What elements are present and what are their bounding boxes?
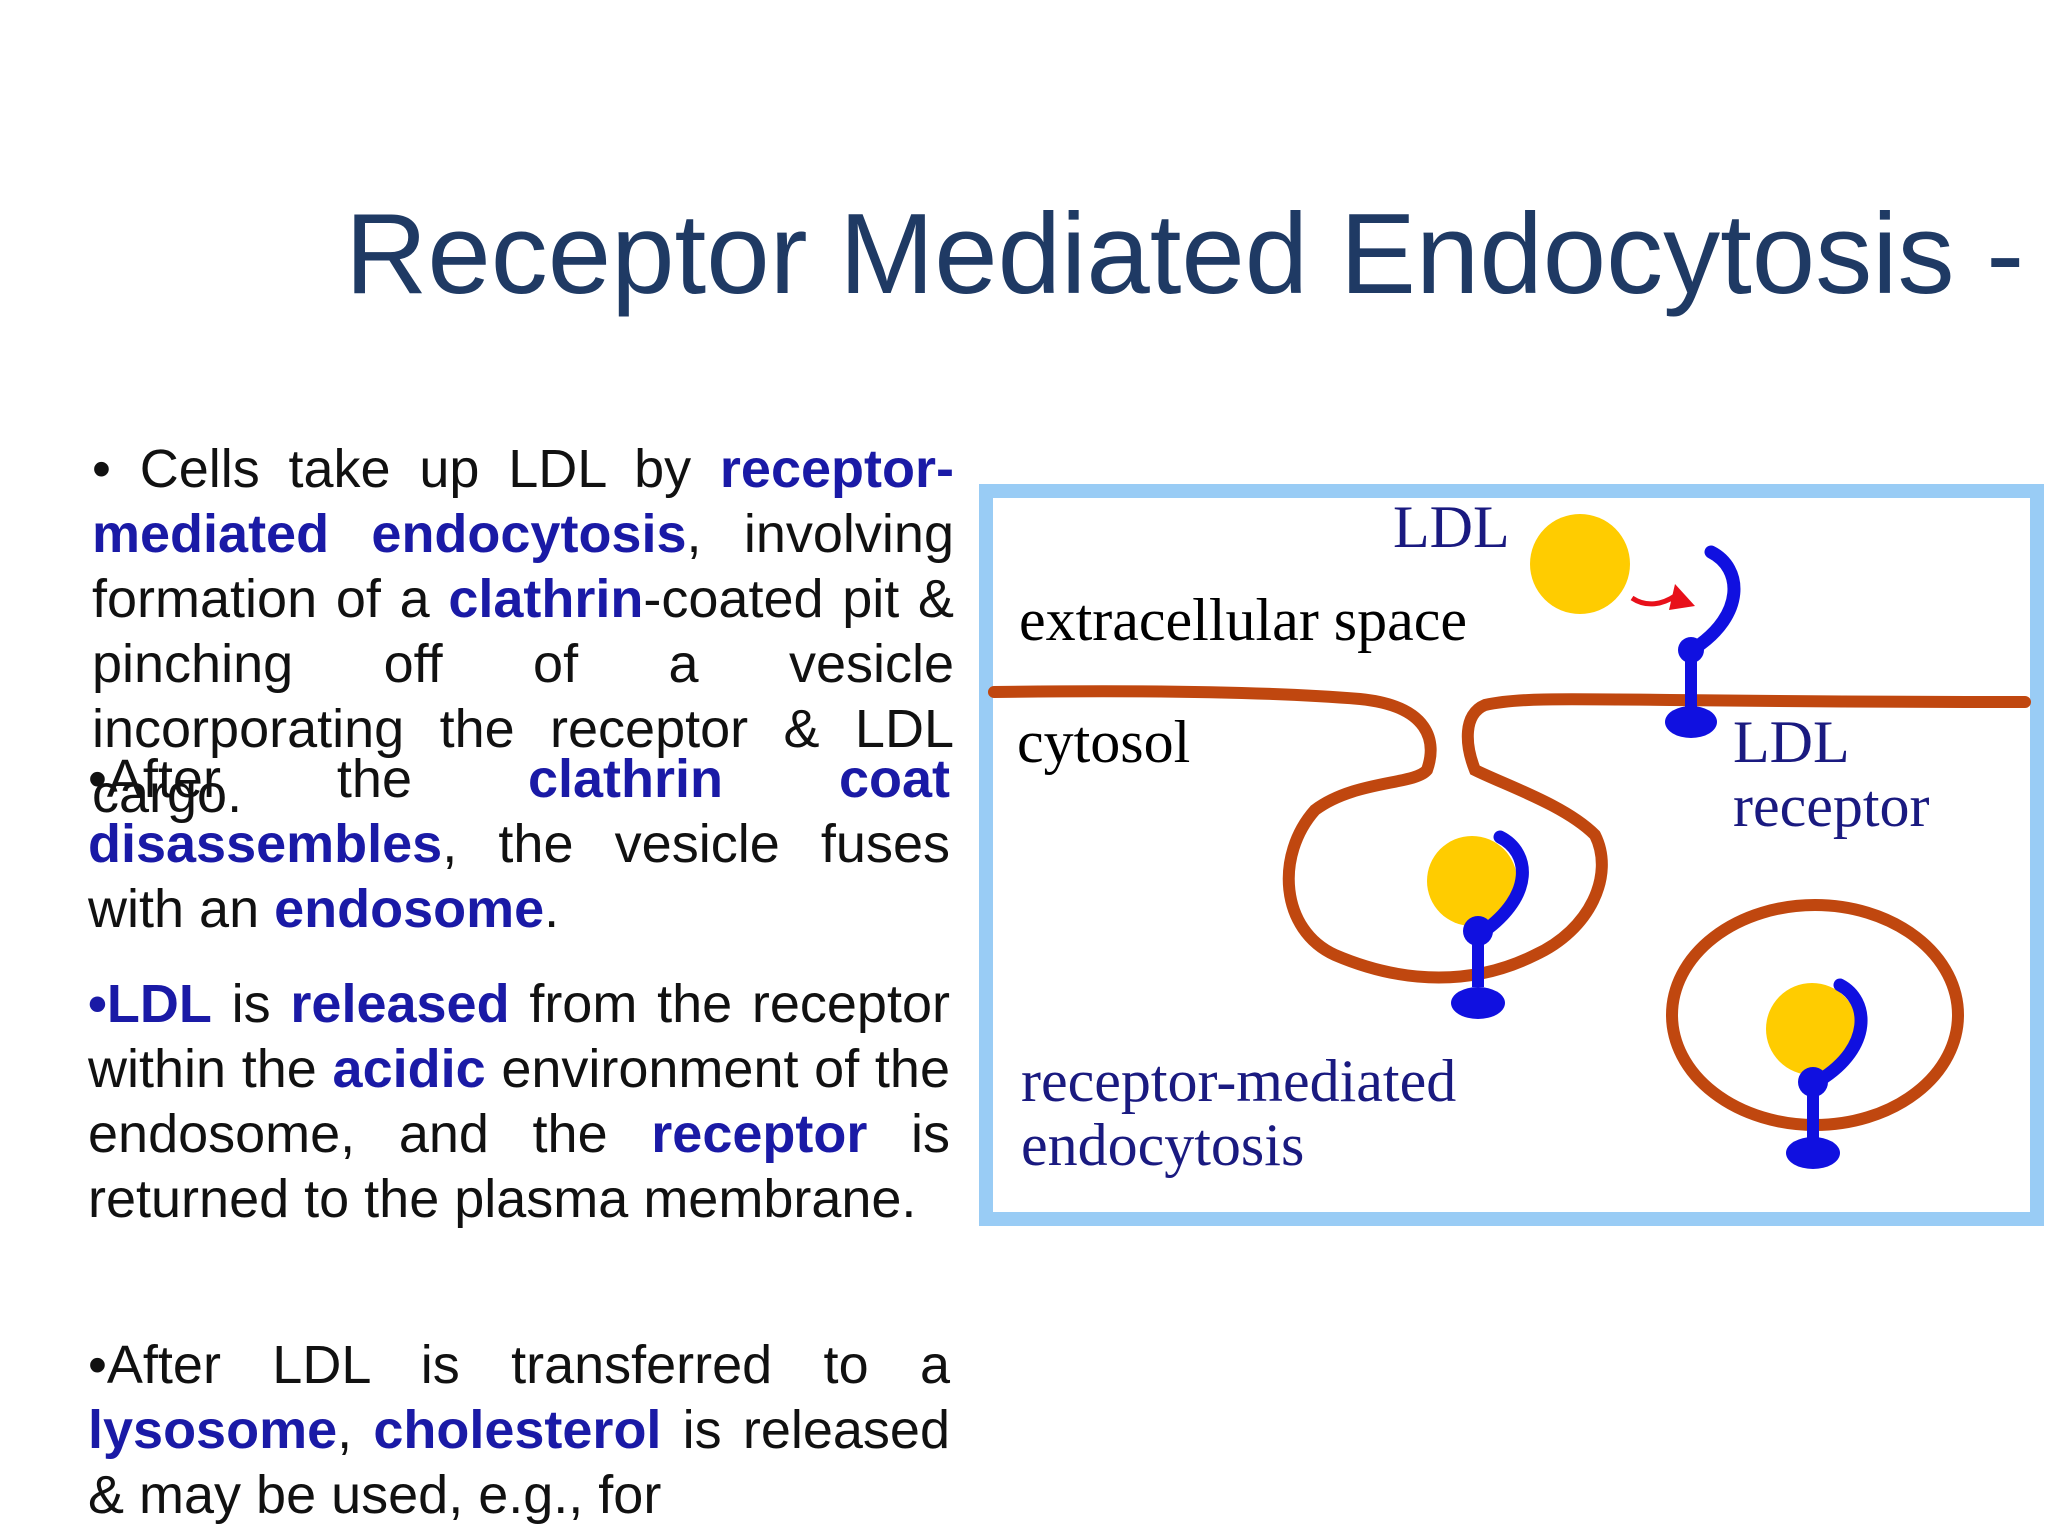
para1-text-1: Cells take up LDL by [139,439,720,499]
bullet-marker: • [92,439,111,499]
para2-text-2: , the vesicle fuses with an [88,814,950,939]
ldl-receptor-vesicle-stem [1807,1082,1819,1138]
label-extracellular-space: extracellular space [1019,587,1467,653]
endocytosis-diagram: LDL extracellular space cytosol LDL rece… [979,484,2044,1226]
para4-text-2: , [337,1400,374,1460]
para1-text-2: , involving formation of a [92,504,954,629]
label-rme-1: receptor-mediated [1021,1048,1456,1114]
label-ldl-receptor-1: LDL [1733,709,1850,775]
para1-text-3: -coated pit & pinching off of a vesicle … [92,569,954,824]
ldl-receptor-free-anchor [1665,706,1717,738]
ldl-receptor-free-stem [1685,650,1697,710]
bullet-paragraph-lysosome: •After LDL is transferred to a lysosome,… [88,1333,950,1528]
ldl-receptor-free-arm [1688,545,1741,655]
ldl-receptor-vesicle-arm [1813,978,1868,1087]
para3-text-4: is returned to the plasma membrane. [88,1104,950,1229]
bullet-paragraph-clathrin-coat: •After the clathrin coat disassembles, t… [88,747,950,942]
bullet-paragraph-ldl-released: •LDL is released from the receptor withi… [88,972,950,1232]
ldl-receptor-pit-stem [1472,931,1484,987]
ldl-receptor-vesicle-anchor [1786,1137,1840,1169]
label-cytosol: cytosol [1017,709,1190,775]
para3-highlight-1: •LDL [88,974,212,1034]
para3-text-2: from the receptor within the [88,974,950,1099]
plasma-membrane [988,685,2031,984]
label-ldl-receptor-2: receptor [1733,773,1930,839]
ldl-particle-pit [1427,836,1517,926]
slide-title: Receptor Mediated Endocytosis - [345,191,2025,318]
ldl-receptor-pit-arm [1476,830,1529,939]
binding-arrow-head [1669,584,1695,610]
ldl-receptor-pit-anchor [1451,987,1505,1019]
para3-highlight-2: released [290,974,510,1034]
para2-text-1: •After the [88,749,528,809]
para4-text-1: •After LDL is transferred to a [88,1335,950,1395]
para4-highlight-2: cholesterol [373,1400,662,1460]
para1-highlight-2: clathrin [448,569,644,629]
para2-highlight-1: clathrin coat disassembles [88,749,950,874]
para3-text-1: is [211,974,291,1034]
para3-highlight-3: acidic [332,1039,486,1099]
ldl-particle-vesicle [1766,983,1858,1075]
ldl-particle-free [1530,514,1630,614]
para3-highlight-4: receptor [651,1104,868,1164]
para2-highlight-2: endosome [274,879,545,939]
bullet-paragraph-receptor-mediated: • Cells take up LDL by receptor-mediated… [92,437,954,827]
para4-highlight-1: lysosome [88,1400,338,1460]
label-ldl: LDL [1393,494,1510,560]
para3-text-3: environment of the endosome, and the [88,1039,950,1164]
para2-text-3: . [544,879,560,939]
label-rme-2: endocytosis [1021,1112,1304,1178]
para4-text-3: is released & may be used, e.g., for [88,1400,950,1525]
para1-highlight-1: receptor-mediated endocytosis [92,439,954,564]
